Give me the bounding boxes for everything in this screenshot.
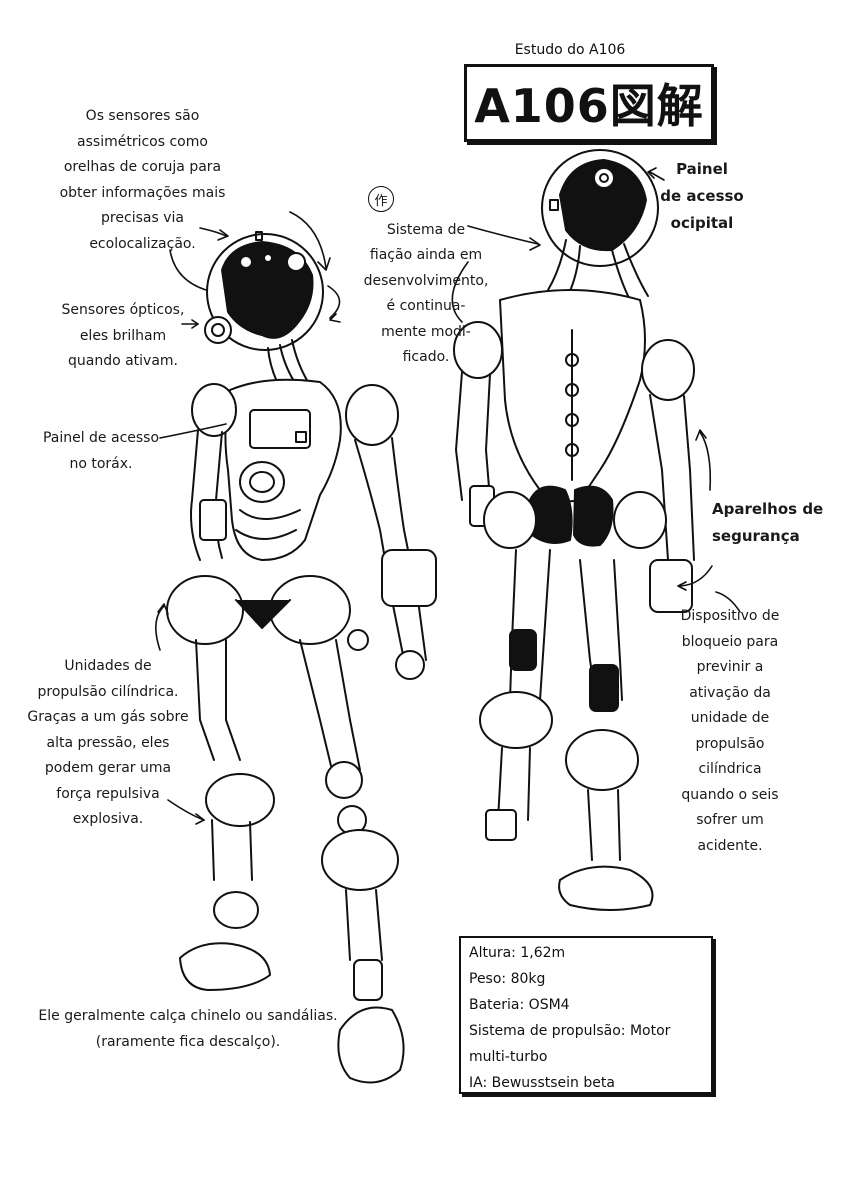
spec-propulsion: Sistema de propulsão: Motor multi-turbo: [469, 1023, 671, 1065]
page-title: A106図解: [464, 64, 714, 142]
spec-weight: Peso: 80kg: [469, 971, 546, 987]
robot-front-icon: [166, 231, 437, 1084]
owl-sensors-note: Os sensores são assimétricos como orelha…: [59, 108, 226, 252]
optical-sensors-note: Sensores ópticos, eles brilham quando at…: [61, 302, 185, 369]
propulsion-units-note: Unidades de propulsão cilíndrica. Graças…: [27, 658, 189, 827]
author-note-icon: 作: [368, 186, 394, 212]
footwear-note: Ele geralmente calça chinelo ou sandália…: [38, 1008, 338, 1050]
safety-devices-note: Aparelhos de segurança: [712, 500, 824, 545]
spec-box: Altura: 1,62m Peso: 80kg Bateria: OSM4 S…: [459, 936, 713, 1094]
page-subtitle: Estudo do A106: [514, 42, 626, 58]
chest-panel-note: Painel de acesso no toráx.: [42, 430, 160, 472]
occipital-panel-note: Painel de acesso ocipital: [660, 160, 744, 232]
spec-ai: IA: Bewusstsein beta: [469, 1075, 615, 1091]
robot-back-icon: [453, 149, 695, 911]
spec-battery: Bateria: OSM4: [469, 997, 570, 1013]
spec-height: Altura: 1,62m: [469, 945, 566, 961]
wiring-note: Sistema de fiação ainda em desenvolvimen…: [363, 221, 489, 366]
lock-device-note: Dispositivo de bloqueio para previnir a …: [680, 608, 780, 854]
